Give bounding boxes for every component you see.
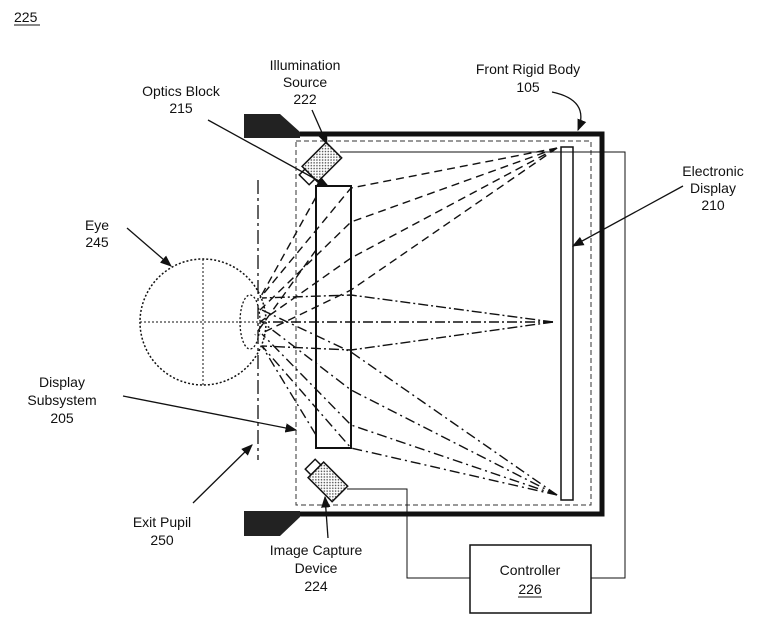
ray-top-4 [259,147,558,335]
controller-wiring [340,151,626,579]
housing-outline [300,131,605,517]
ray-top-exit-2 [254,249,317,336]
svg-text:Illumination: Illumination [270,57,341,73]
svg-text:Exit Pupil: Exit Pupil [133,514,191,530]
light-rays [254,147,558,496]
svg-text:Subsystem: Subsystem [27,392,96,408]
wire-illumination-to-controller [340,151,626,579]
svg-text:222: 222 [293,91,317,107]
leader-optics-block [207,119,330,187]
display-subsystem-boundary [295,140,592,506]
label-exit-pupil: Exit Pupil 250 [133,444,253,548]
label-optics-block: Optics Block 215 [142,83,330,187]
leader-display-subsystem [122,395,298,433]
svg-text:Device: Device [295,560,338,576]
leader-image-capture-device [321,495,331,539]
svg-text:245: 245 [85,234,109,250]
ray-bottom-exit [261,345,317,436]
leader-front-rigid-body [551,91,587,132]
optics-block-lens [315,185,352,449]
ray-bottom-1 [261,309,558,496]
wire-camera-to-controller [347,488,470,579]
leader-illumination-source [311,109,328,146]
svg-text:205: 205 [50,410,74,426]
controller-box [469,544,592,614]
leader-electronic-display [571,185,684,247]
svg-text:Source: Source [283,74,328,90]
ray-center-3 [261,321,554,351]
housing-bottom-flange [244,511,300,536]
svg-text:Eye: Eye [85,217,109,233]
illumination-source [298,141,343,186]
front-rigid-body [244,114,605,536]
svg-text:215: 215 [169,100,193,116]
ray-center-1 [261,294,554,323]
svg-text:Display: Display [690,180,736,196]
ray-top-exit-1 [259,196,317,299]
svg-text:224: 224 [304,578,328,594]
image-capture-device [304,458,349,503]
ray-bottom-2 [261,321,558,496]
label-illumination-source: Illumination Source 222 [270,57,341,146]
label-display-subsystem: Display Subsystem 205 [27,374,298,433]
svg-text:Display: Display [39,374,85,390]
svg-text:105: 105 [516,79,540,95]
controller-ref: 226 [518,581,542,597]
svg-text:Front Rigid Body: Front Rigid Body [476,61,580,77]
svg-text:250: 250 [150,532,174,548]
svg-text:210: 210 [701,197,725,213]
svg-text:Electronic: Electronic [682,163,743,179]
eye-ball [139,258,267,386]
label-eye: Eye 245 [85,217,172,267]
figure-number: 225 [14,9,38,25]
controller: Controller 226 [469,544,592,614]
leader-exit-pupil [192,444,253,504]
eye [139,258,267,386]
leader-eye [126,227,172,267]
svg-text:Optics Block: Optics Block [142,83,221,99]
controller-label: Controller [500,562,561,578]
label-image-capture-device: Image Capture Device 224 [270,495,363,594]
label-electronic-display: Electronic Display 210 [571,163,744,247]
ray-top-1 [259,147,558,299]
ray-bottom-4 [261,345,558,496]
electronic-display [560,146,574,501]
ray-top-2 [259,147,558,311]
svg-text:Image Capture: Image Capture [270,542,363,558]
housing-top-flange [244,114,300,138]
label-front-rigid-body: Front Rigid Body 105 [476,61,587,132]
ray-bottom-3 [261,333,558,496]
